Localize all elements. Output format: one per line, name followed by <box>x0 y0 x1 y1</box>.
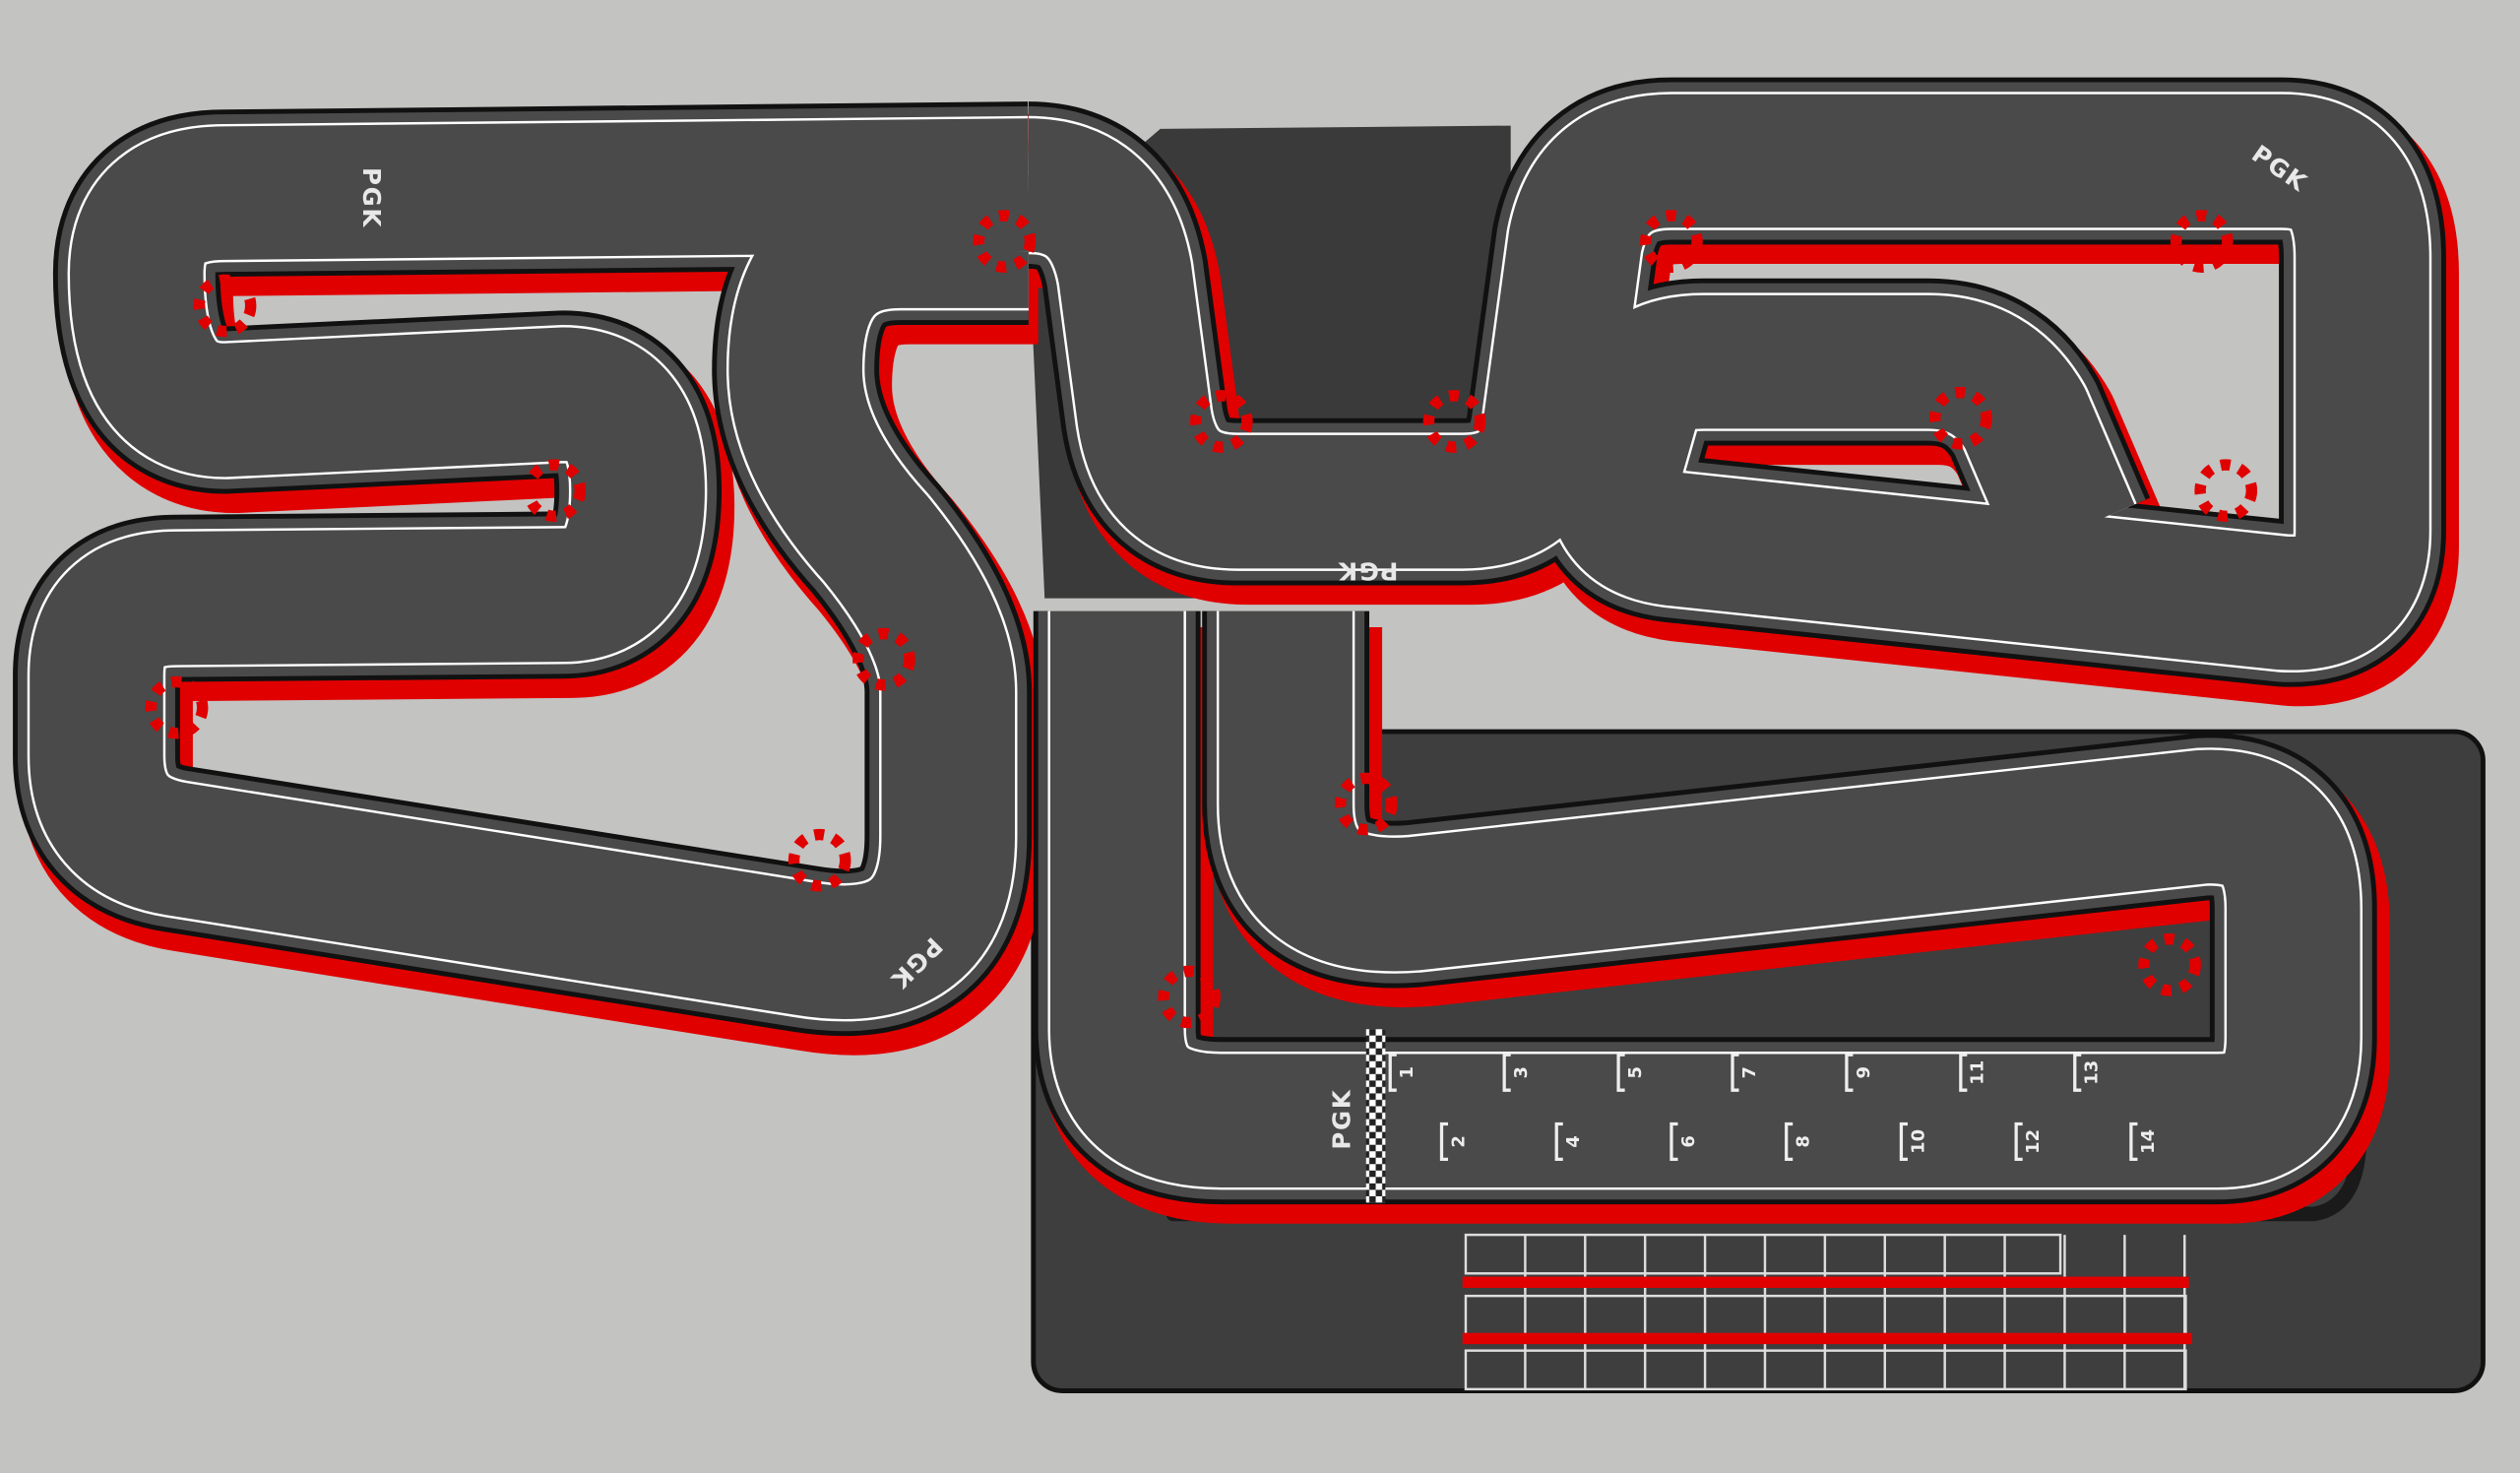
grid-slot-number: 5 <box>1625 1066 1646 1078</box>
grid-slot-bracket <box>2129 1121 2138 1162</box>
grid-slot-number: 10 <box>1908 1129 1928 1154</box>
grid-slot-bracket <box>1670 1121 1678 1162</box>
brand-logo: PGK <box>1338 557 1399 586</box>
curb <box>1334 772 1398 836</box>
grid-slot-bracket <box>2073 1053 2082 1092</box>
grid-slot-number: 12 <box>2023 1129 2044 1154</box>
grid-slot-bracket <box>1554 1121 1563 1162</box>
grid-slot-bracket <box>1388 1053 1397 1092</box>
curb <box>145 675 209 739</box>
curb <box>2138 932 2201 996</box>
grid-slot-number: 7 <box>1739 1066 1760 1078</box>
track-section-start-straight-layer <box>1049 610 2361 1187</box>
grid-slot-number: 3 <box>1511 1066 1532 1078</box>
grid-slot-bracket <box>1616 1053 1625 1092</box>
curb <box>193 274 257 338</box>
pit-boxes <box>1462 1233 2192 1391</box>
grid-slot-number: 2 <box>1448 1135 1469 1147</box>
curb <box>1640 210 1703 273</box>
grid-slot-bracket <box>1845 1053 1854 1092</box>
pit-red-line <box>1462 1276 2189 1288</box>
pit-box-row <box>1464 1233 2062 1275</box>
track-section-left-snake-layer <box>30 118 1030 1019</box>
grid-slot-number: 8 <box>1794 1135 1814 1147</box>
grid-slot-bracket <box>1439 1121 1449 1162</box>
curb <box>788 828 851 892</box>
grid-slot-number: 4 <box>1563 1135 1584 1147</box>
grid-slot-number: 11 <box>1968 1060 1988 1085</box>
brand-logo: PGK <box>1327 1089 1355 1150</box>
pit-red-line <box>1462 1332 2192 1345</box>
grid-slot-bracket <box>1785 1121 1794 1162</box>
curb <box>2194 459 2258 523</box>
grid-slot-bracket <box>1731 1053 1739 1092</box>
start-finish-line <box>1365 1029 1386 1203</box>
grid-slot-number: 6 <box>1678 1135 1699 1147</box>
curb <box>1158 965 1221 1029</box>
curb <box>852 627 915 691</box>
curb <box>1189 390 1253 453</box>
grid-slot-number: 13 <box>2082 1060 2103 1085</box>
grid-slot-bracket <box>1502 1053 1511 1092</box>
curb <box>973 210 1037 273</box>
curb <box>523 459 587 523</box>
curb <box>1929 386 1992 450</box>
curb <box>1422 390 1486 453</box>
grid-slot-number: 14 <box>2138 1129 2159 1154</box>
grid-slot-number: 1 <box>1397 1066 1418 1078</box>
brand-logo: PGK <box>357 167 386 228</box>
grid-slot-bracket <box>1899 1121 1908 1162</box>
curb <box>2170 210 2234 273</box>
track-section-upper-loop-layer <box>1026 94 2429 671</box>
grid-slot-bracket <box>1959 1053 1968 1092</box>
grid-slot-number: 9 <box>1854 1066 1874 1078</box>
grid-slot-bracket <box>2014 1121 2023 1162</box>
